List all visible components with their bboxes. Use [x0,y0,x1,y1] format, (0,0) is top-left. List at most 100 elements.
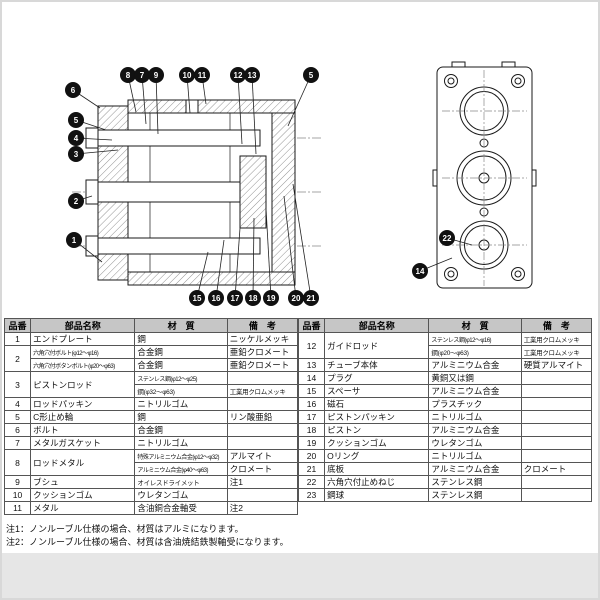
remark-cell [226,436,299,450]
material-cell: 鋼 [134,410,228,424]
remark-cell [520,384,593,398]
balloon-number: 20 [292,294,301,303]
footnote-1: 注1：ノンルーブル仕様の場合、材質はアルミになります。 [6,524,244,534]
balloon-number: 5 [309,71,314,80]
material-cell: 合金鋼 [134,423,228,437]
balloon-number: 21 [307,294,316,303]
footnotes: 注1：ノンルーブル仕様の場合、材質はアルミになります。 注2：ノンルーブル仕様の… [6,523,289,549]
column-header: 部品名称 [30,318,136,333]
material-cell: アルミニウム合金 [428,384,522,398]
callout-balloon: 18 [245,217,261,306]
balloon-number: 19 [267,294,276,303]
part-name-cell: エンドプレート [30,332,136,346]
material-cell: 特殊アルミニウム合金(φ12～φ32) [134,449,228,463]
part-name-cell: スペーサ [324,384,430,398]
balloon-number: 17 [231,294,240,303]
callout-balloon: 6 [65,82,101,109]
material-cell: アルミニウム合金 [428,423,522,437]
material-cell: 鋼(φ32～φ63) [134,384,228,398]
remark-cell [226,488,299,502]
callout-balloon: 3 [68,146,119,162]
part-number-cell: 17 [297,410,326,424]
part-number-cell: 11 [3,501,32,515]
part-name-cell: ピストンパッキン [324,410,430,424]
part-number-cell: 21 [297,462,326,476]
part-number-cell: 13 [297,358,326,372]
callout-balloon: 5 [287,67,319,127]
column-header: 品番 [297,318,326,333]
material-cell: ニトリルゴム [134,436,228,450]
part-number-cell: 3 [3,371,32,398]
material-cell: ニトリルゴム [428,449,522,463]
callout-balloon: 11 [194,67,210,105]
part-number-cell: 1 [3,332,32,346]
page-margin [2,553,598,598]
callout-balloon: 2 [68,193,93,209]
remark-cell: 注2 [226,501,299,515]
balloon-number: 16 [212,294,221,303]
part-name-cell: 六角穴付ボタンボルト(φ20～φ63) [30,358,136,372]
part-name-cell: 六角穴付ボルト(φ12～φ16) [30,345,136,359]
remark-cell [520,371,593,385]
part-name-cell: 鋼球 [324,488,430,502]
part-name-cell: プラグ [324,371,430,385]
remark-cell: 工業用クロムメッキ [520,332,593,346]
remark-cell: 注1 [226,475,299,489]
material-cell: ステンレス鋼 [428,488,522,502]
part-number-cell: 10 [3,488,32,502]
remark-cell: アルマイト [226,449,299,463]
callout-balloon: 10 [179,67,195,114]
material-cell: 鋼 [134,332,228,346]
callout-balloon: 1 [66,232,103,263]
material-cell: ニトリルゴム [428,410,522,424]
header-row: 品番部品名称材 質備 考 [3,318,299,333]
callout-balloon: 12 [230,67,246,145]
material-cell: アルミニウム合金 [428,358,522,372]
remark-cell: 工業用クロムメッキ [226,384,299,398]
part-name-cell: 磁石 [324,397,430,411]
part-number-cell: 23 [297,488,326,502]
part-name-cell: 底板 [324,462,430,476]
part-number-cell: 19 [297,436,326,450]
balloon-number: 12 [234,71,243,80]
balloon-number: 7 [140,71,145,80]
callout-balloon: 13 [244,67,260,155]
balloon-number: 4 [74,134,79,143]
part-name-cell: 六角穴付止めねじ [324,475,430,489]
material-cell: 含油銅合金軸受 [134,501,228,515]
part-name-cell: C形止め輪 [30,410,136,424]
balloon-number: 22 [443,234,452,243]
material-cell: ステンレス鋼 [428,475,522,489]
rear-view [432,61,537,289]
remark-cell [520,449,593,463]
material-cell: アルミニウム合金(φ40～φ63) [134,462,228,476]
part-row: 六角穴付ボタンボルト(φ20～φ63)合金鋼亜鉛クロメート [5,358,299,372]
part-name-cell: メタル [30,501,136,515]
column-header: 品番 [3,318,32,333]
remark-cell: 硬質アルマイト [520,358,593,372]
part-number-cell: 8 [3,449,32,476]
material-cell: 鋼(φ20～φ63) [428,345,522,359]
balloon-number: 11 [198,71,207,80]
part-number-cell: 2 [3,345,32,372]
callout-balloon: 16 [208,239,225,306]
remark-cell [520,488,593,502]
part-name-cell: ピストンロッド [30,371,136,398]
remark-cell: 工業用クロムメッキ [520,345,593,359]
part-number-cell: 20 [297,449,326,463]
material-cell: アルミニウム合金 [428,462,522,476]
remark-cell: クロメート [520,462,593,476]
part-name-cell: ロッドパッキン [30,397,136,411]
part-name-cell: クッションゴム [30,488,136,502]
